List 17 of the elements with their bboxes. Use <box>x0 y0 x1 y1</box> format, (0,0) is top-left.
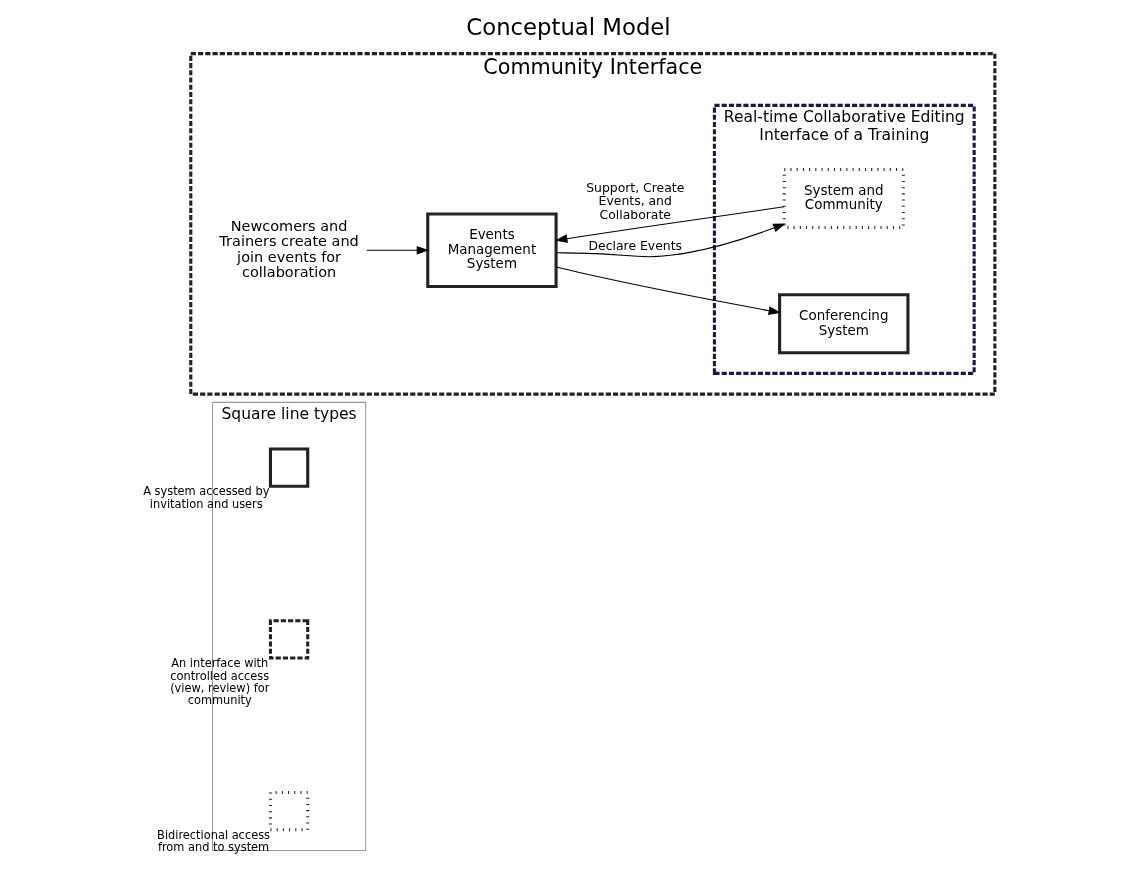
node-label: A system accessed by invitation and users <box>143 484 270 511</box>
node-box <box>268 447 310 488</box>
edge-label: Declare Events <box>588 237 682 253</box>
node-box: System and Community <box>782 168 905 230</box>
node-box <box>268 791 310 832</box>
edge-label: Support, Create Events, and Collaborate <box>586 179 685 222</box>
arrow <box>366 245 430 255</box>
diagram-title: Conceptual Model <box>466 13 671 40</box>
arrow <box>556 223 786 258</box>
node-label: An interface with controlled access (view, review) for community <box>170 656 270 708</box>
arrow <box>555 266 782 315</box>
node-box: Events Management System <box>426 212 558 289</box>
node-box <box>268 619 310 660</box>
arrow <box>555 206 785 243</box>
node-box: Conferencing System <box>778 293 910 355</box>
node-text: Newcomers and Trainers create and join events for collaboration <box>219 217 359 281</box>
node-label: Bidirectional access from and to system <box>157 827 270 855</box>
